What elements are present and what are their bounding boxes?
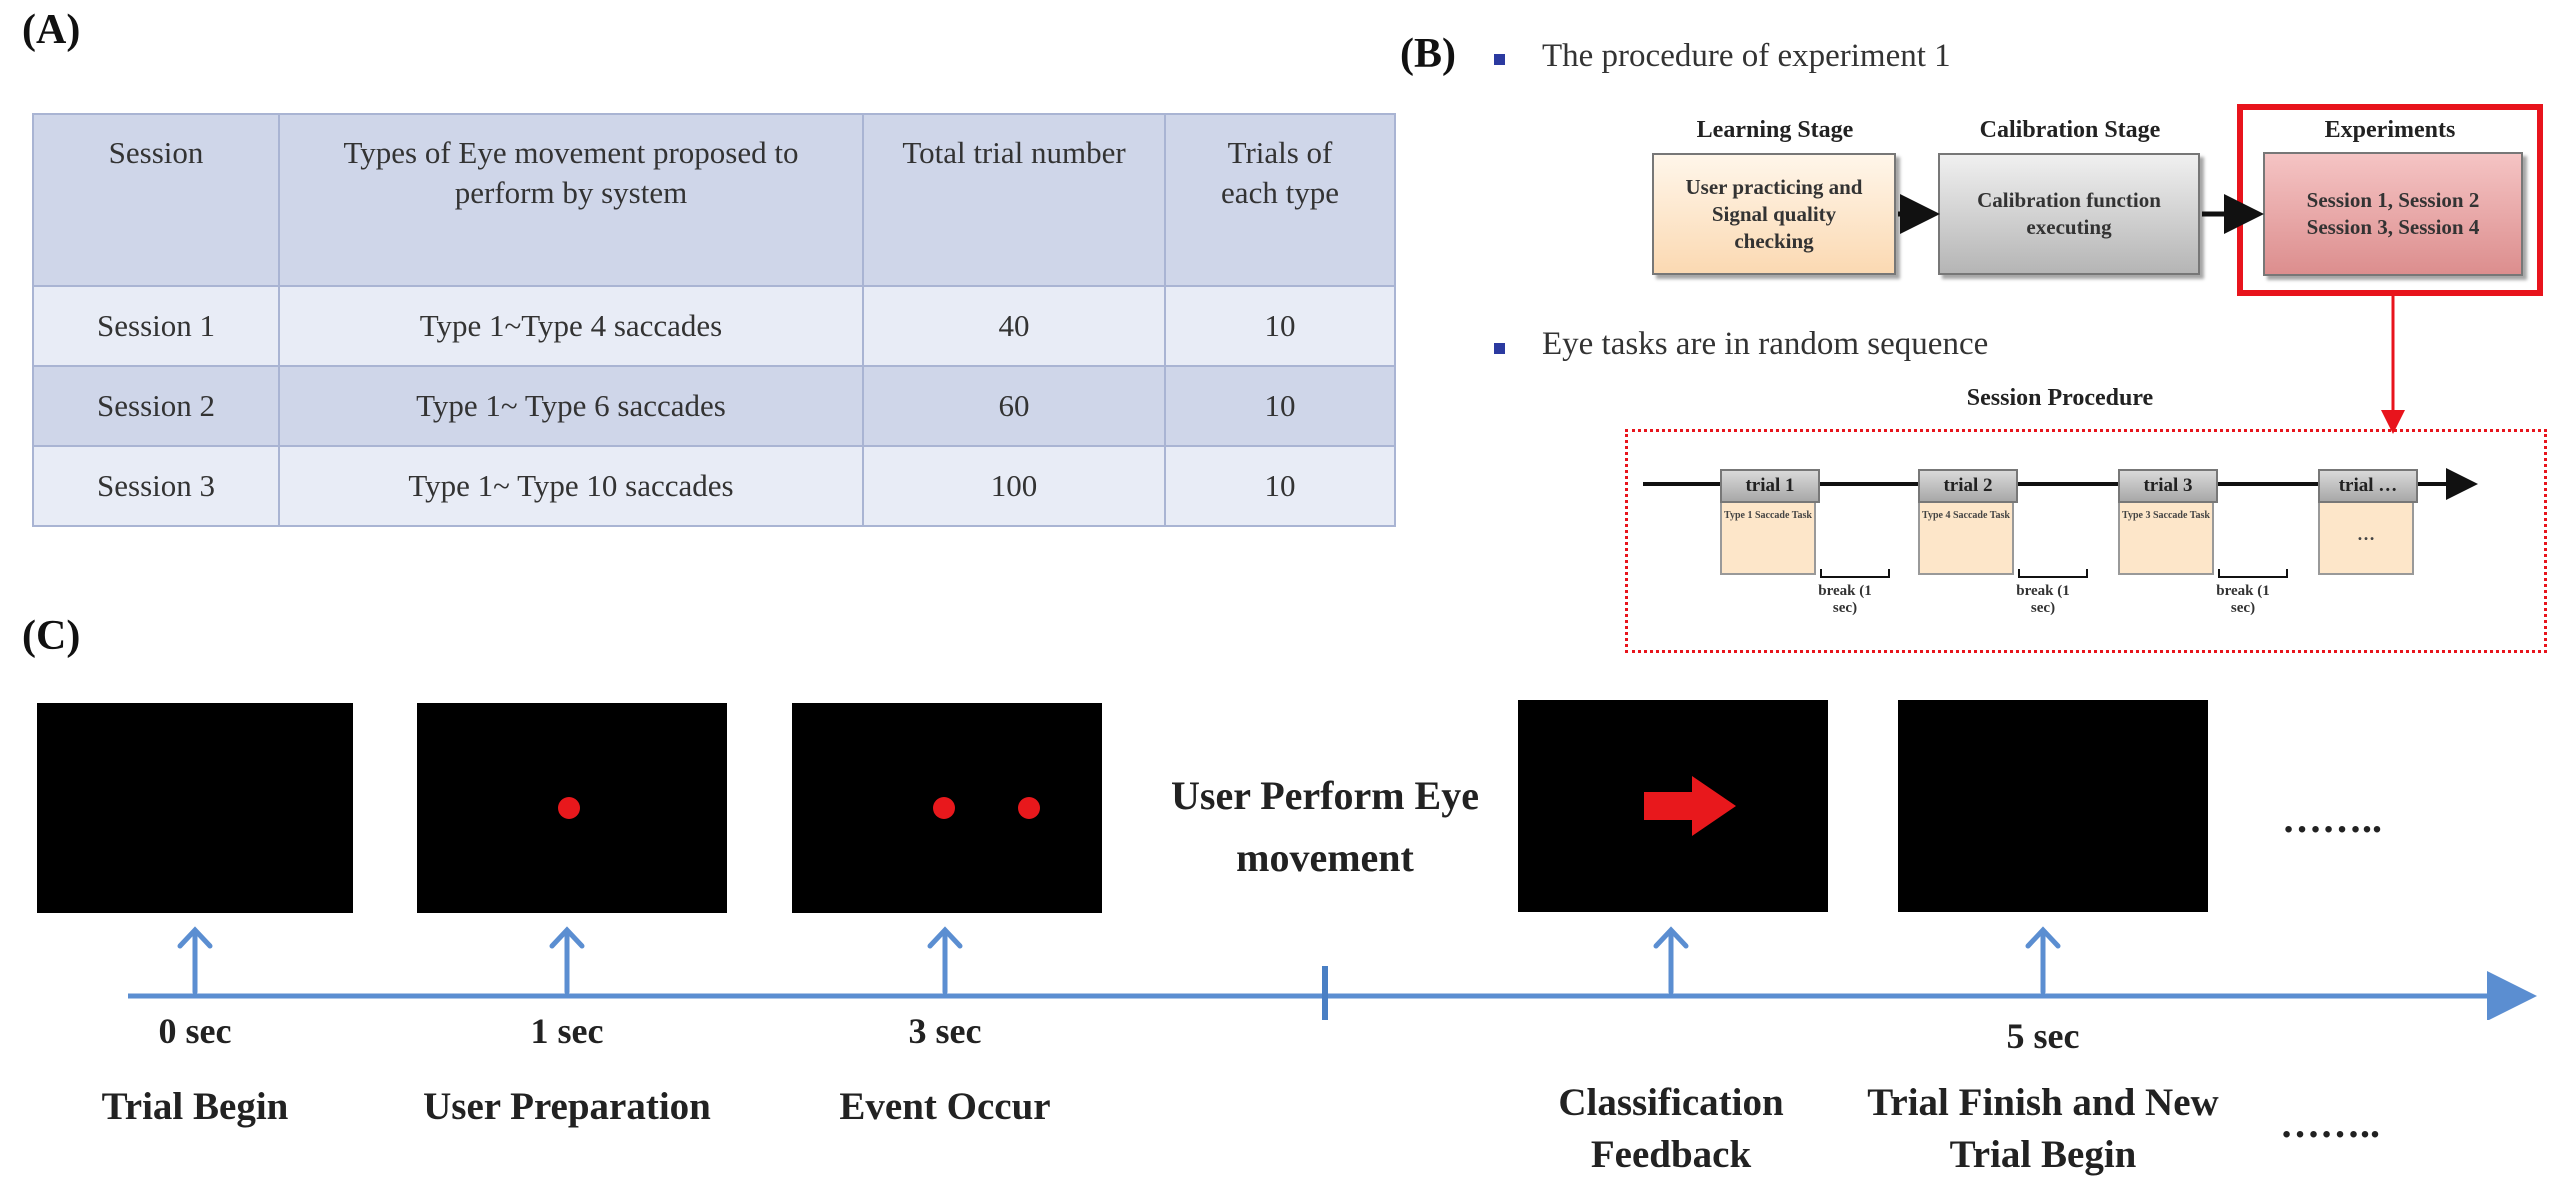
event-occur: Event Occur: [839, 1085, 1051, 1128]
panel-a-label: (A): [22, 7, 81, 53]
table-cell: 100: [862, 445, 1166, 527]
learning-stage-text: User practicing and Signal quality check…: [1685, 174, 1863, 253]
event-classification-feedback: Classification Feedback: [1558, 1081, 1784, 1176]
screen-trial-finish: [1898, 700, 2208, 912]
break-label-1: break (1 sec): [1818, 583, 1872, 616]
trial-2-header: trial 2: [1918, 469, 2018, 503]
up-arrow-3s: [927, 926, 963, 995]
stage-arrows: [1898, 194, 2405, 434]
header-session: Session: [32, 113, 280, 287]
trial-1-body: Type 1 Saccade Task: [1720, 503, 1816, 575]
experiments-stage-text: Session 1, Session 2 Session 3, Session …: [2306, 188, 2480, 239]
event-trial-begin: Trial Begin: [101, 1085, 289, 1128]
table-cell: 10: [1164, 285, 1396, 367]
break-bracket-2: [2018, 569, 2088, 578]
calibration-stage-text: Calibration function executing: [1977, 188, 2161, 239]
panel-c-label: (C): [22, 613, 81, 659]
tick-label-3s: 3 sec: [908, 1011, 982, 1051]
learning-stage-box: User practicing and Signal quality check…: [1652, 153, 1896, 275]
table-cell: 10: [1164, 365, 1396, 447]
header-total-trial-number: Total trial number: [862, 113, 1166, 287]
table-cell: 40: [862, 285, 1166, 367]
event-trial-finish: Trial Finish and New Trial Begin: [1867, 1081, 2219, 1176]
table-row: Session 1 Type 1~Type 4 saccades 40 10: [32, 285, 1396, 367]
table-cell: Session 2: [32, 365, 280, 447]
ellipsis-top: ……..: [2282, 796, 2382, 841]
up-arrow-0s: [177, 926, 213, 995]
calibration-stage-box: Calibration function executing: [1938, 153, 2200, 275]
bullet-icon: [1494, 343, 1505, 354]
tick-label-1s: 1 sec: [530, 1011, 604, 1051]
bullet-icon: [1494, 54, 1505, 65]
target-dot: [1018, 797, 1040, 819]
break-label-2: break (1 sec): [2016, 583, 2070, 616]
table-cell: Type 1~ Type 10 saccades: [278, 445, 864, 527]
table-header-row: Session Types of Eye movement proposed t…: [32, 113, 1396, 287]
break-label-3: break (1 sec): [2216, 583, 2270, 616]
table-cell: Type 1~ Type 6 saccades: [278, 365, 864, 447]
fixation-dot: [558, 797, 580, 819]
trial-more-body: …: [2318, 503, 2414, 575]
table-cell: 10: [1164, 445, 1396, 527]
tick-label-0s: 0 sec: [158, 1011, 232, 1051]
up-arrow-5s: [2025, 926, 2061, 995]
user-perform-text: User Perform Eye movement: [1170, 773, 1479, 880]
up-arrow-1s: [549, 926, 585, 995]
screen-trial-begin: [37, 703, 353, 913]
ellipsis-bottom: ……..: [2280, 1101, 2380, 1146]
table-cell: Session 3: [32, 445, 280, 527]
session-procedure-box: [1625, 429, 2547, 653]
table-row: Session 3 Type 1~ Type 10 saccades 100 1…: [32, 445, 1396, 527]
right-arrow-icon: [1644, 776, 1736, 836]
trial-2-body: Type 4 Saccade Task: [1918, 503, 2014, 575]
experiments-stage-box: Session 1, Session 2 Session 3, Session …: [2263, 152, 2523, 276]
screen-user-preparation: [417, 703, 727, 913]
event-user-preparation: User Preparation: [423, 1085, 711, 1128]
trial-3-body: Type 3 Saccade Task: [2118, 503, 2214, 575]
calibration-stage-title: Calibration Stage: [1979, 117, 2161, 143]
table-cell: Session 1: [32, 285, 280, 367]
session-table: Session Types of Eye movement proposed t…: [32, 113, 1396, 527]
panel-b-label: (B): [1400, 31, 1456, 77]
trial-3-header: trial 3: [2118, 469, 2218, 503]
trial-1-header: trial 1: [1720, 469, 1820, 503]
learning-stage-title: Learning Stage: [1696, 117, 1854, 143]
screen-classification-feedback: [1518, 700, 1828, 912]
header-eye-movement-types: Types of Eye movement proposed to perfor…: [278, 113, 864, 287]
fixation-dot: [933, 797, 955, 819]
table-cell: Type 1~Type 4 saccades: [278, 285, 864, 367]
timeline: [128, 926, 2537, 1020]
tick-label-5s: 5 sec: [2006, 1016, 2080, 1056]
table-cell: 60: [862, 365, 1166, 447]
procedure-title: The procedure of experiment 1: [1542, 38, 1951, 74]
up-arrow-feedback: [1653, 926, 1689, 995]
table-row: Session 2 Type 1~ Type 6 saccades 60 10: [32, 365, 1396, 447]
header-trials-per-type: Trials of each type: [1164, 113, 1396, 287]
random-sequence-text: Eye tasks are in random sequence: [1542, 326, 1989, 362]
experiments-stage-title: Experiments: [2324, 117, 2456, 143]
trial-more-header: trial …: [2318, 469, 2418, 503]
screen-event-occur: [792, 703, 1102, 913]
break-bracket-1: [1820, 569, 1890, 578]
break-bracket-3: [2218, 569, 2288, 578]
session-procedure-title: Session Procedure: [1966, 385, 2154, 411]
